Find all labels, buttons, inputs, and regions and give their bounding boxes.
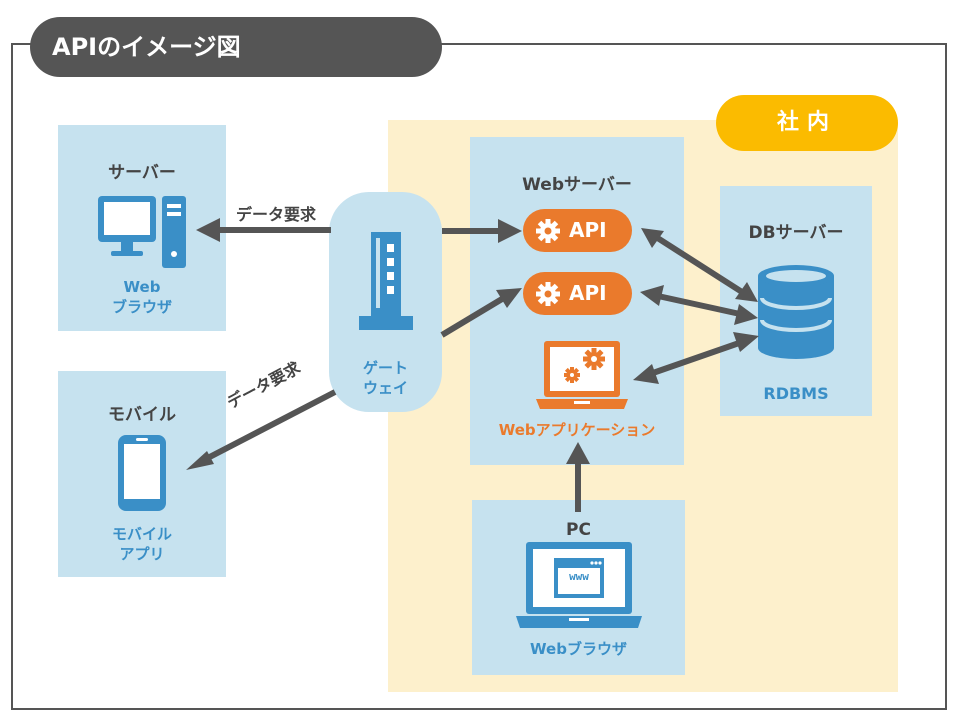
server-caption-line2: ブラウザ (111, 298, 172, 316)
web-server-title: Webサーバー (522, 175, 632, 195)
server-panel: サーバー Web ブラウザ (58, 125, 226, 331)
diagram-frame (11, 43, 947, 710)
gear-icon (536, 219, 560, 243)
arrow-gateway-to-api2 (440, 296, 504, 338)
server-caption-line1: Web (123, 278, 161, 296)
pc-title: PC (566, 520, 591, 540)
request-label-top: データ要求 (236, 205, 317, 224)
gateway-node: ゲート ウェイ (329, 192, 442, 412)
gateway-tower-icon (359, 232, 413, 330)
monitor-tower-icon (98, 196, 186, 268)
gateway-label-line1: ゲート (362, 359, 408, 377)
pc-panel: PC www Webブラウザ (472, 500, 685, 675)
internal-zone-label: 社内 (716, 95, 898, 151)
server-panel-title: サーバー (108, 163, 176, 183)
database-icon (758, 265, 834, 359)
arrow-webapp-db (649, 339, 743, 377)
laptop-browser-icon: www (516, 540, 642, 632)
gateway-label-line2: ウェイ (362, 379, 408, 397)
web-app-label: Webアプリケーション (498, 421, 656, 439)
gear-icon (536, 282, 560, 306)
mobile-caption-line2: アプリ (119, 545, 165, 563)
db-server-title: DBサーバー (748, 223, 844, 243)
diagram-title: APIのイメージ図 (30, 17, 442, 77)
mobile-panel: モバイル モバイル アプリ (58, 371, 226, 577)
pc-caption: Webブラウザ (530, 640, 627, 658)
browser-text: www (569, 570, 589, 583)
db-server-panel: DBサーバー RDBMS (720, 186, 872, 416)
mobile-caption-line1: モバイル (111, 525, 172, 543)
laptop-gears-icon (536, 341, 628, 409)
api-endpoint-1: API (523, 209, 632, 252)
arrow-api1-db (654, 234, 744, 295)
api-label-2: API (569, 281, 607, 305)
db-label: RDBMS (763, 384, 829, 403)
arrow-gateway-to-mobile (198, 389, 337, 465)
smartphone-icon (118, 435, 166, 511)
api-label-1: API (569, 218, 607, 242)
arrow-api2-db (657, 293, 741, 317)
mobile-panel-title: モバイル (108, 405, 176, 425)
api-endpoint-2: API (523, 272, 632, 315)
